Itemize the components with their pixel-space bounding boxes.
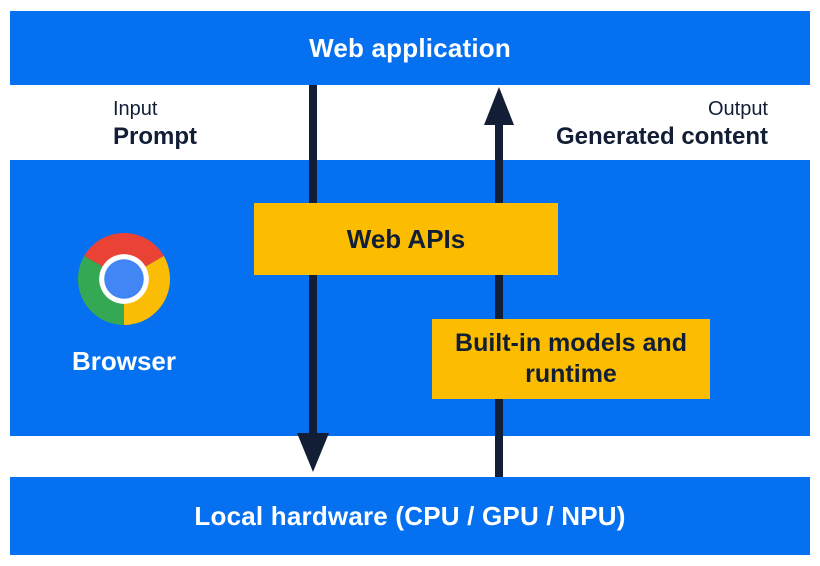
web-apis-box: Web APIs xyxy=(254,203,558,275)
local-hardware-label: Local hardware (CPU / GPU / NPU) xyxy=(194,500,626,531)
up-arrow-line xyxy=(495,123,503,477)
output-value: Generated content xyxy=(555,123,768,150)
arrow-down-icon xyxy=(297,433,329,472)
web-apis-label: Web APIs xyxy=(346,223,466,254)
chrome-logo-icon xyxy=(78,233,170,325)
arrow-up-icon xyxy=(484,87,514,125)
output-caption: Output xyxy=(707,98,768,120)
builtin-models-label: Built-in models and runtime xyxy=(455,329,687,388)
web-application-bar: Web application xyxy=(10,11,810,85)
web-application-label: Web application xyxy=(309,32,511,63)
input-value: Prompt xyxy=(113,123,197,150)
output-flow-label: Output Generated content xyxy=(556,97,768,151)
chrome-blue-center xyxy=(104,259,144,299)
builtin-models-box: Built-in models and runtime xyxy=(432,319,710,399)
browser-label: Browser xyxy=(71,346,177,376)
local-hardware-bar: Local hardware (CPU / GPU / NPU) xyxy=(10,477,810,555)
input-caption: Input xyxy=(113,98,158,120)
input-flow-label: Input Prompt xyxy=(113,97,197,151)
